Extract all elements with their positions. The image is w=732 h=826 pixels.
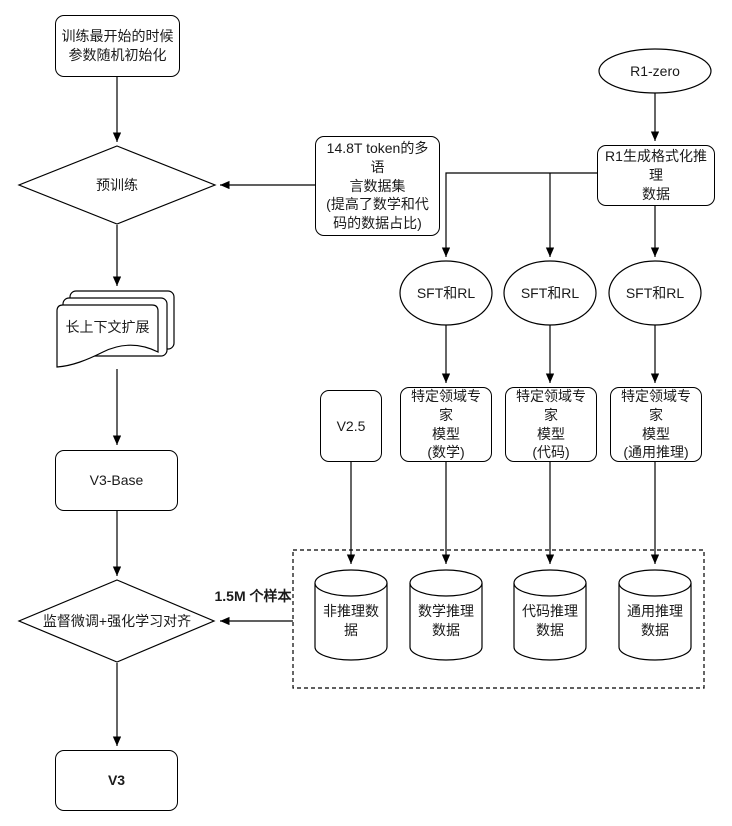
node-expert-general: 特定领域专家 模型 (通用推理) xyxy=(610,387,702,462)
pretrain-diamond-shape xyxy=(17,145,217,225)
node-init: 训练最开始的时候 参数随机初始化 xyxy=(55,15,180,77)
db-math-cylinder-shape xyxy=(409,569,483,661)
align-diamond-shape xyxy=(17,579,216,663)
edge-r1data-to-sft-math xyxy=(441,172,597,257)
node-v3: V3 xyxy=(55,750,178,811)
node-v25: V2.5 xyxy=(320,390,382,462)
node-v3base: V3-Base xyxy=(55,450,178,511)
db-general-cylinder-shape xyxy=(618,569,692,661)
r1zero-ellipse-shape xyxy=(598,48,712,94)
node-dataset: 14.8T token的多语 言数据集 (提高了数学和代 码的数据占比) xyxy=(315,136,440,236)
sft-math-ellipse-shape xyxy=(399,260,493,326)
longcontext-document-shape xyxy=(56,290,175,368)
sft-code-ellipse-shape xyxy=(503,260,597,326)
node-r1-formatted-data: R1生成格式化推理 数据 xyxy=(597,145,715,206)
node-expert-math: 特定领域专家 模型 (数学) xyxy=(400,387,492,462)
sample-data-group-box xyxy=(292,549,705,689)
samples-count-label: 1.5M 个样本 xyxy=(214,588,292,604)
db-nonreasoning-cylinder-shape xyxy=(314,569,388,661)
db-code-cylinder-shape xyxy=(513,569,587,661)
sft-general-ellipse-shape xyxy=(608,260,702,326)
node-expert-code: 特定领域专家 模型 (代码) xyxy=(505,387,597,462)
